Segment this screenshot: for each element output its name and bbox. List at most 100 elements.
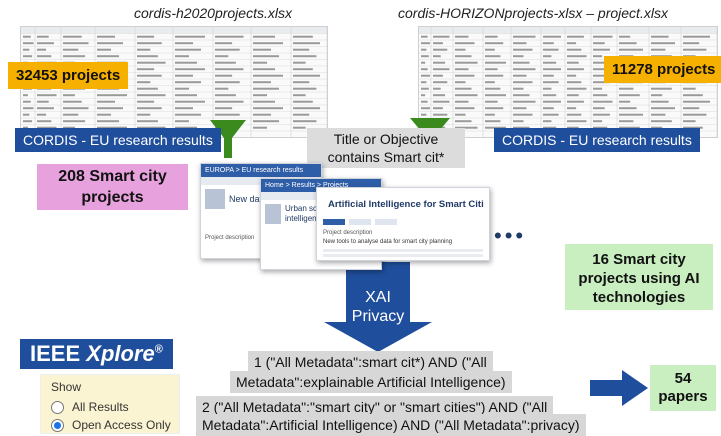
sheet-cell-text: [293, 107, 320, 110]
sheet-cell-text: [293, 35, 313, 38]
ai-projects-box: 16 Smart city projects using AI technolo…: [565, 244, 713, 310]
sheet-cell-text: [485, 42, 504, 45]
sheet-cell-text: [593, 35, 613, 38]
sheet-cell-text: [513, 61, 530, 64]
sheet-cell-text: [433, 68, 450, 71]
sheet-cell-text: [253, 48, 271, 51]
sheet-cell-text: [567, 35, 584, 38]
sheet-cell-text: [293, 94, 306, 97]
sheet-cell-text: [37, 48, 47, 51]
sheet-cell-text: [97, 42, 123, 45]
sheet-cell-text: [63, 48, 79, 51]
sheet-cell-text: [23, 35, 31, 38]
sheet-cell-text: [37, 35, 49, 38]
sheet-cell-text: [567, 55, 587, 58]
sheet-cell-text: [215, 61, 236, 64]
sheet-cell-text: [651, 42, 675, 45]
sheet-cell-text: [455, 100, 469, 103]
sheet-cell-text: [215, 74, 233, 77]
sheet-cell-text: [421, 68, 428, 71]
sheet-cell-text: [253, 68, 275, 71]
card-2-thumbnail: [265, 204, 282, 224]
sheet-cell-text: [485, 61, 506, 64]
sheet-cell-text: [485, 120, 501, 123]
sheet-cell-text: [513, 35, 536, 38]
sheet-cell-text: [455, 107, 475, 110]
sheet-cell-text: [175, 81, 201, 84]
card-1-thumbnail: [205, 189, 225, 209]
open-access-radio[interactable]: [51, 418, 64, 432]
sheet-cell-text: [619, 94, 640, 97]
sheet-cell-text: [253, 61, 267, 64]
project-card-3: Artificial Intelligence for Smart Citi P…: [316, 187, 490, 261]
sheet-cell-text: [567, 126, 579, 129]
open-access-option[interactable]: Open Access Only: [51, 418, 171, 432]
sheet-cell-text: [455, 48, 466, 51]
result-papers-text: 54 papers: [658, 370, 708, 405]
sheet-cell-text: [651, 107, 675, 110]
sheet-cell-text: [253, 87, 279, 90]
sheet-cell-text: [253, 74, 283, 77]
sheet-cell-text: [137, 48, 151, 51]
sheet-cell-text: [593, 48, 610, 51]
h2020-project-count: 32453 projects: [8, 62, 129, 89]
sheet-cell-text: [175, 61, 197, 64]
sheet-cell-text: [543, 61, 557, 64]
all-results-option[interactable]: All Results: [51, 400, 129, 414]
sheet-cell-text: [651, 48, 666, 51]
sheet-cell-text: [593, 100, 613, 103]
sheet-cell-text: [421, 113, 427, 116]
sheet-cell-text: [651, 120, 672, 123]
sheet-cell-text: [485, 74, 504, 77]
query-1-line-2: Metadata":explainable Artificial Intelli…: [230, 371, 512, 393]
sheet-cell-text: [293, 74, 320, 77]
sheet-header-row: [21, 27, 327, 34]
sheet-cell-text: [63, 35, 82, 38]
sheet-cell-text: [593, 55, 603, 58]
sheet-cell-text: [433, 42, 443, 45]
cordis-label-right: CORDIS - EU research results: [494, 128, 700, 152]
sheet-cell-text: [23, 100, 31, 103]
sheet-cell-text: [137, 81, 151, 84]
sheet-cell-text: [543, 48, 559, 51]
sheet-cell-text: [619, 120, 634, 123]
h2020-file-title: cordis-h2020projects.xlsx: [134, 5, 292, 21]
sheet-cell-text: [253, 126, 267, 129]
sheet-cell-text: [593, 107, 605, 110]
sheet-cell-text: [433, 107, 443, 110]
sheet-cell-text: [293, 61, 306, 64]
sheet-cell-text: [543, 126, 557, 129]
sheet-cell-text: [175, 68, 205, 71]
sheet-cell-text: [593, 113, 610, 116]
sheet-cell-text: [567, 113, 582, 116]
sheet-cell-text: [485, 87, 501, 90]
open-access-label: Open Access Only: [72, 418, 171, 432]
sheet-cell-text: [63, 55, 86, 58]
card-3-title: Artificial Intelligence for Smart Citi: [328, 198, 484, 210]
sheet-cell-text: [421, 55, 429, 58]
sheet-cell-text: [567, 100, 584, 103]
card-2-title: Urban scAIence intelligence and: [285, 204, 342, 223]
sheet-cell-text: [175, 35, 205, 38]
all-results-radio[interactable]: [51, 400, 64, 414]
sheet-cell-text: [253, 81, 271, 84]
sheet-cell-text: [513, 74, 527, 77]
sheet-cell-text: [567, 68, 584, 71]
sheet-cell-text: [513, 68, 536, 71]
sheet-cell-text: [421, 100, 428, 103]
show-heading: Show: [51, 380, 82, 394]
sheet-cell-text: [37, 42, 54, 45]
sheet-cell-text: [567, 74, 577, 77]
result-right-arrow: [590, 370, 648, 406]
sheet-cell-text: [293, 55, 317, 58]
sheet-cell-text: [543, 68, 561, 71]
sheet-cell-text: [513, 42, 527, 45]
sheet-cell-text: [137, 126, 166, 129]
sheet-cell-text: [567, 87, 587, 90]
sheet-cell-text: [137, 55, 158, 58]
sheet-cell-text: [97, 113, 111, 116]
sheet-cell-text: [97, 126, 127, 129]
sheet-cell-text: [513, 87, 524, 90]
sheet-cell-text: [683, 87, 696, 90]
sheet-cell-text: [63, 120, 86, 123]
